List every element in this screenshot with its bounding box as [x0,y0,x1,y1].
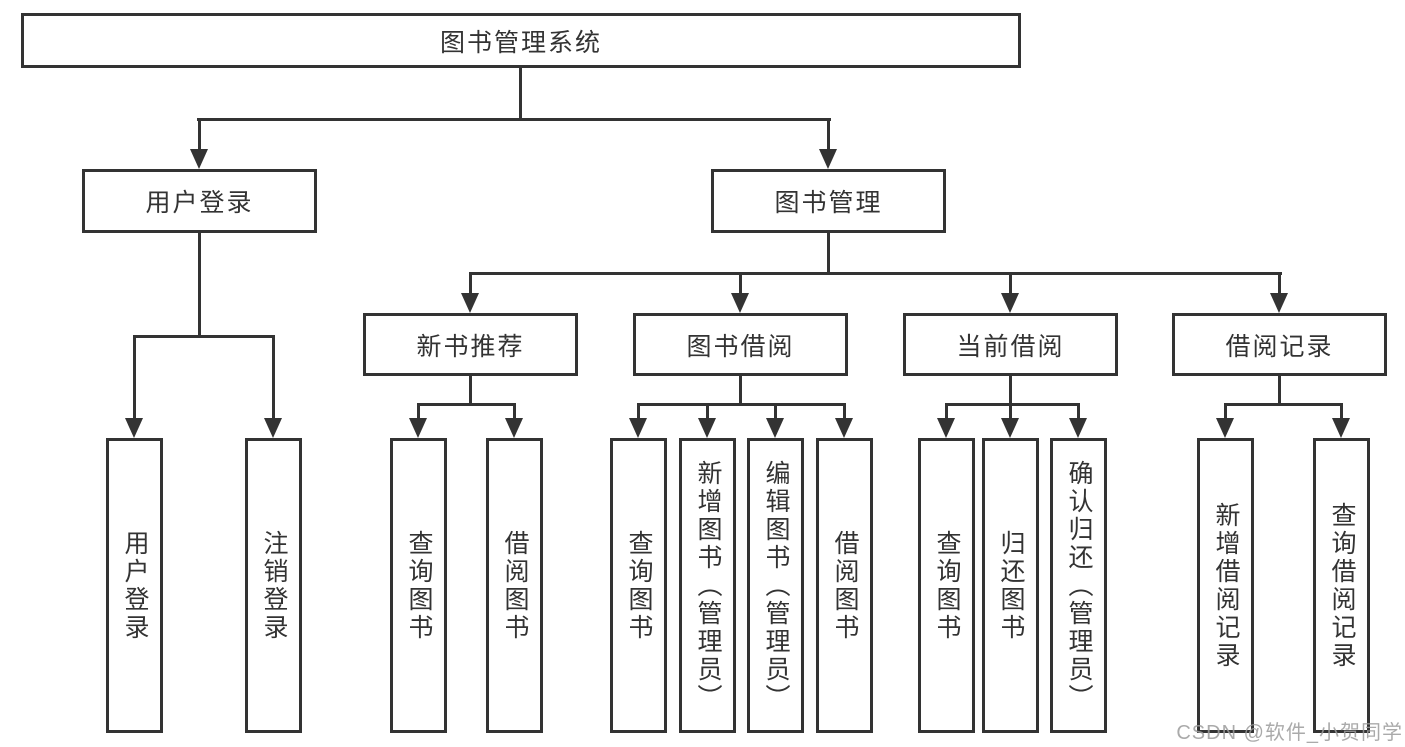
connector-to-borrow-records [1278,272,1281,295]
leaf-query-books-borrow: 查询图书 [610,438,667,733]
connector-to-book-management [827,118,830,151]
arrow-down-icon [1332,418,1350,438]
arrow-down-icon [1001,418,1019,438]
leaf-return-books: 归还图书 [982,438,1039,733]
connector-to-user-login [198,118,201,151]
connector-leaf-stem [1224,403,1227,421]
node-user-login-label: 用户登录 [145,189,254,217]
connector-user-login-branch [133,335,275,338]
leaf-query-books-recommend: 查询图书 [390,438,447,733]
node-borrow-records: 借阅记录 [1172,313,1387,376]
leaf-confirm-return-admin: 确认归还（管理员） [1050,438,1107,733]
node-book-management-label: 图书管理 [774,189,883,217]
connector-root-branch [197,118,831,121]
node-book-borrow-label: 图书借阅 [686,332,795,361]
arrow-down-icon [731,293,749,313]
arrow-down-icon [1001,293,1019,313]
leaf-user-login: 用户登录 [106,438,163,733]
leaf-query-books-current-label: 查询图书 [933,529,961,642]
arrow-down-icon [264,418,282,438]
arrow-down-icon [409,418,427,438]
leaf-logout-label: 注销登录 [260,529,288,642]
connector-user-login-stem [198,233,201,337]
arrow-down-icon [1069,418,1087,438]
node-library-system: 图书管理系统 [21,13,1021,68]
connector-borrow-records-stem [1278,376,1281,405]
connector-leaf-stem [706,403,709,421]
connector-current-borrow-stem [1009,376,1012,405]
node-book-borrow: 图书借阅 [633,313,848,376]
arrow-down-icon [835,418,853,438]
node-borrow-records-label: 借阅记录 [1225,332,1334,361]
leaf-add-borrow-record-label: 新增借阅记录 [1212,501,1240,670]
leaf-borrow-books-recommend: 借阅图书 [486,438,543,733]
node-library-system-label: 图书管理系统 [439,28,602,57]
csdn-watermark: CSDN @软件_小贺同学 [1176,722,1403,744]
leaf-add-borrow-record: 新增借阅记录 [1197,438,1254,733]
arrow-down-icon [766,418,784,438]
connector-leaf-stem [945,403,948,421]
connector-to-book-borrow [739,272,742,295]
connector-to-new-book [469,272,472,295]
leaf-edit-book-admin: 编辑图书（管理员） [747,438,804,733]
leaf-logout: 注销登录 [245,438,302,733]
connector-book-borrow-stem [739,376,742,405]
leaf-confirm-return-admin-label: 确认归还（管理员） [1065,459,1093,712]
node-current-borrow-label: 当前借阅 [956,332,1065,361]
connector-new-book-branch [417,403,516,406]
connector-book-borrow-branch [637,403,846,406]
connector-leaf-stem [1340,403,1343,421]
node-new-book-recommend-label: 新书推荐 [416,332,525,361]
connector-leaf-stem [417,403,420,421]
arrow-down-icon [1270,293,1288,313]
leaf-query-borrow-record: 查询借阅记录 [1313,438,1370,733]
connector-leaf-stem [1077,403,1080,421]
leaf-query-books-current: 查询图书 [918,438,975,733]
connector-to-current-borrow [1009,272,1012,295]
arrow-down-icon [190,149,208,169]
leaf-query-borrow-record-label: 查询借阅记录 [1328,501,1356,670]
leaf-return-books-label: 归还图书 [997,529,1025,642]
leaf-borrow-books-label: 借阅图书 [831,529,859,642]
connector-leaf-stem [774,403,777,421]
leaf-query-books-recommend-label: 查询图书 [405,529,433,642]
leaf-borrow-books-recommend-label: 借阅图书 [501,529,529,642]
arrow-down-icon [937,418,955,438]
connector-new-book-stem [469,376,472,405]
connector-book-management-stem [827,233,830,274]
connector-root-stem [519,68,522,120]
node-user-login: 用户登录 [82,169,317,233]
arrow-down-icon [461,293,479,313]
arrow-down-icon [629,418,647,438]
arrow-down-icon [1216,418,1234,438]
connector-leaf-stem [513,403,516,421]
connector-leaf-stem [843,403,846,421]
connector-current-borrow-branch [945,403,1080,406]
leaf-edit-book-admin-label: 编辑图书（管理员） [762,459,790,712]
connector-to-leaf-logout [272,335,275,420]
connector-leaf-stem [637,403,640,421]
arrow-down-icon [125,418,143,438]
arrow-down-icon [819,149,837,169]
leaf-borrow-books: 借阅图书 [816,438,873,733]
connector-to-leaf-user-login [133,335,136,420]
leaf-add-book-admin: 新增图书（管理员） [679,438,736,733]
connector-leaf-stem [1009,403,1012,421]
arrow-down-icon [698,418,716,438]
connector-book-management-branch [469,272,1282,275]
node-book-management: 图书管理 [711,169,946,233]
node-new-book-recommend: 新书推荐 [363,313,578,376]
connector-borrow-records-branch [1224,403,1343,406]
leaf-query-books-borrow-label: 查询图书 [625,529,653,642]
arrow-down-icon [505,418,523,438]
leaf-user-login-label: 用户登录 [121,529,149,642]
leaf-add-book-admin-label: 新增图书（管理员） [694,459,722,712]
node-current-borrow: 当前借阅 [903,313,1118,376]
